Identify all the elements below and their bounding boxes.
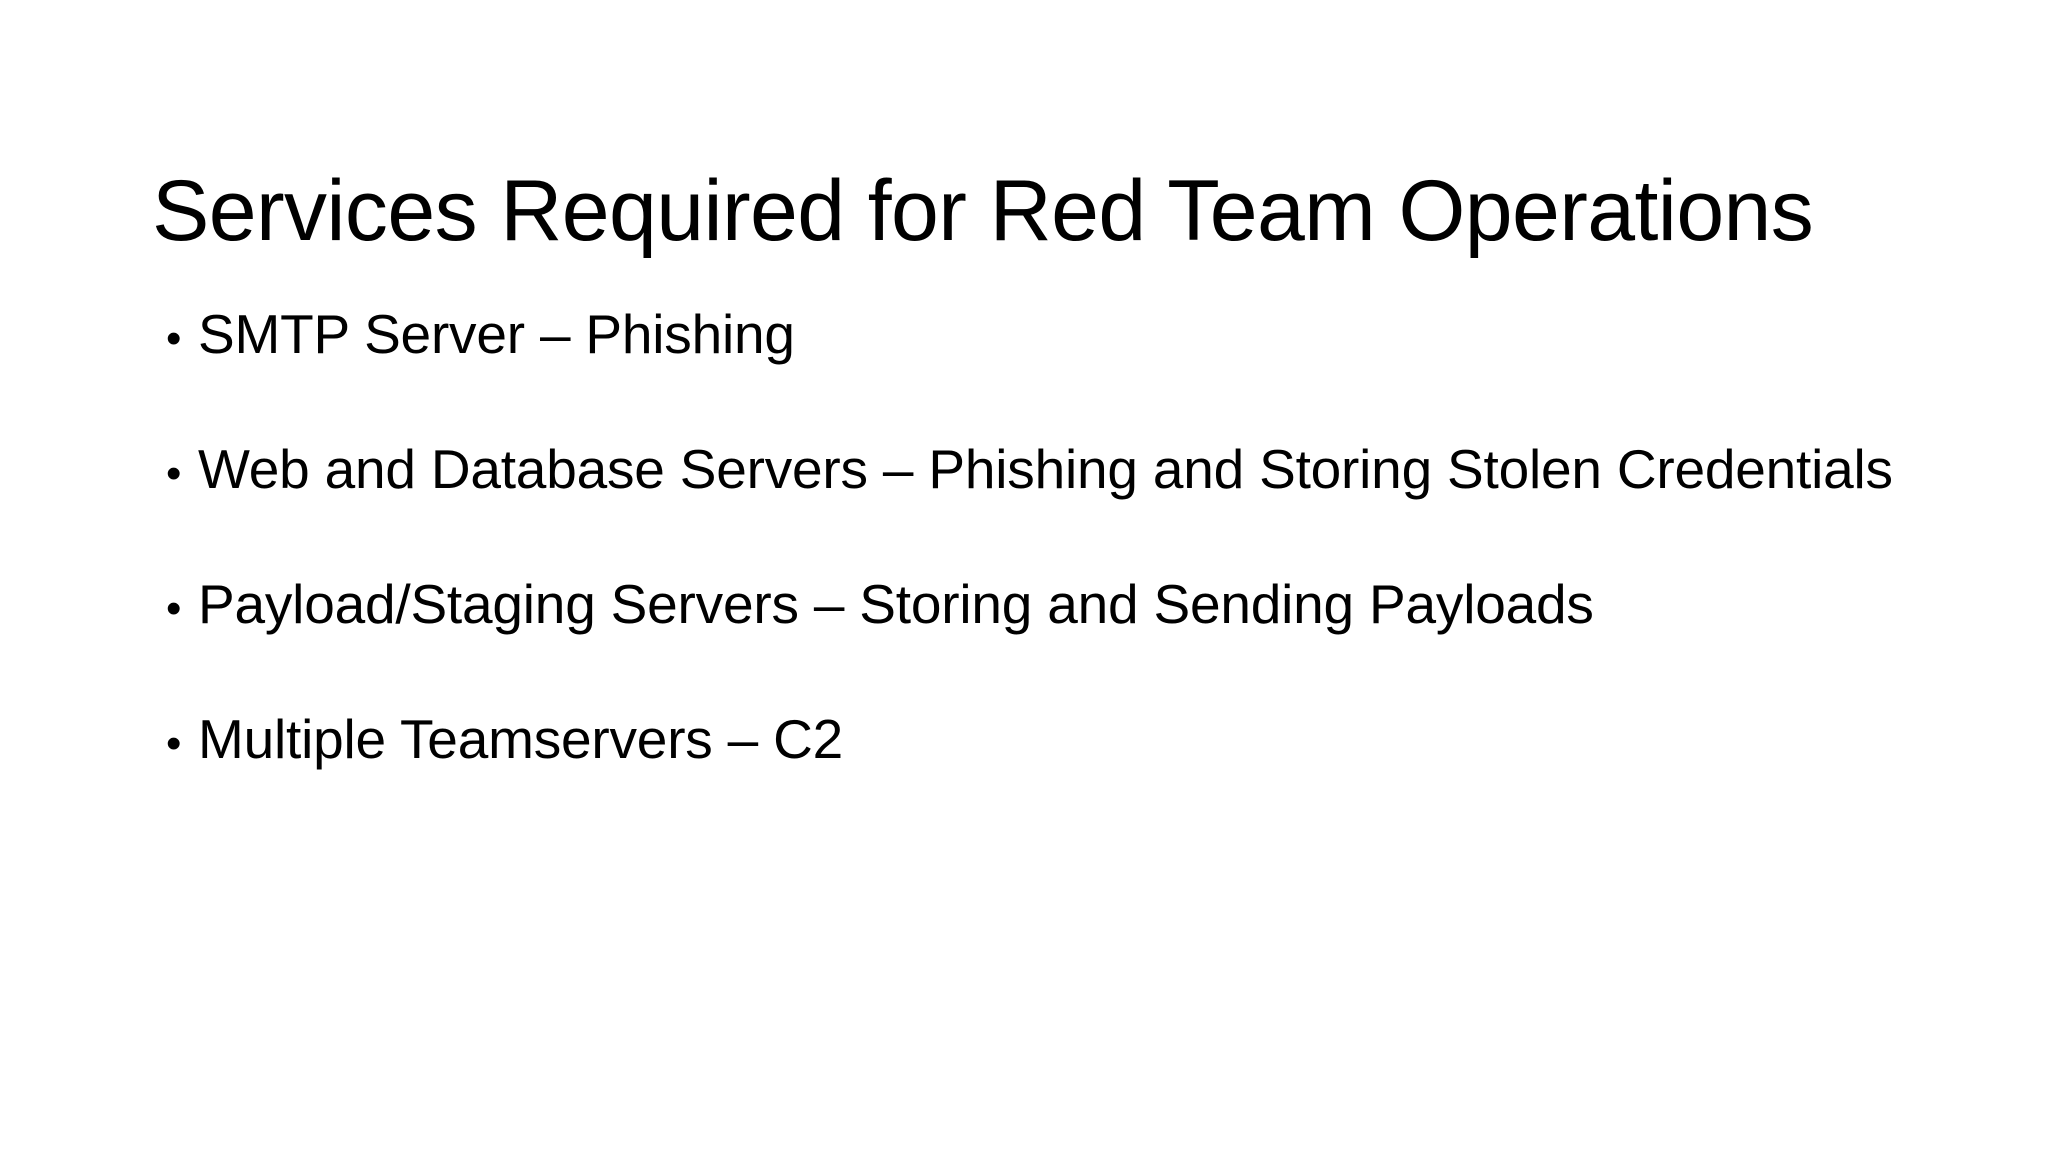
list-item-label: Multiple Teamservers – C2	[198, 708, 844, 770]
list-item: • Payload/Staging Servers – Storing and …	[166, 570, 1926, 705]
list-item-label: Payload/Staging Servers – Storing and Se…	[198, 573, 1594, 635]
list-item-label: SMTP Server – Phishing	[198, 303, 795, 365]
bullet-point-icon: •	[166, 584, 182, 633]
list-item-label: Web and Database Servers – Phishing and …	[198, 438, 1893, 500]
list-item: • Web and Database Servers – Phishing an…	[166, 435, 1926, 570]
list-item: • SMTP Server – Phishing	[166, 300, 1926, 435]
bullet-point-icon: •	[166, 449, 182, 498]
page-title: Services Required for Red Team Operation…	[152, 162, 1814, 259]
bullet-point-icon: •	[166, 719, 182, 768]
bullet-list: • SMTP Server – Phishing • Web and Datab…	[166, 300, 1926, 840]
bullet-point-icon: •	[166, 314, 182, 363]
list-item: • Multiple Teamservers – C2	[166, 705, 1926, 840]
